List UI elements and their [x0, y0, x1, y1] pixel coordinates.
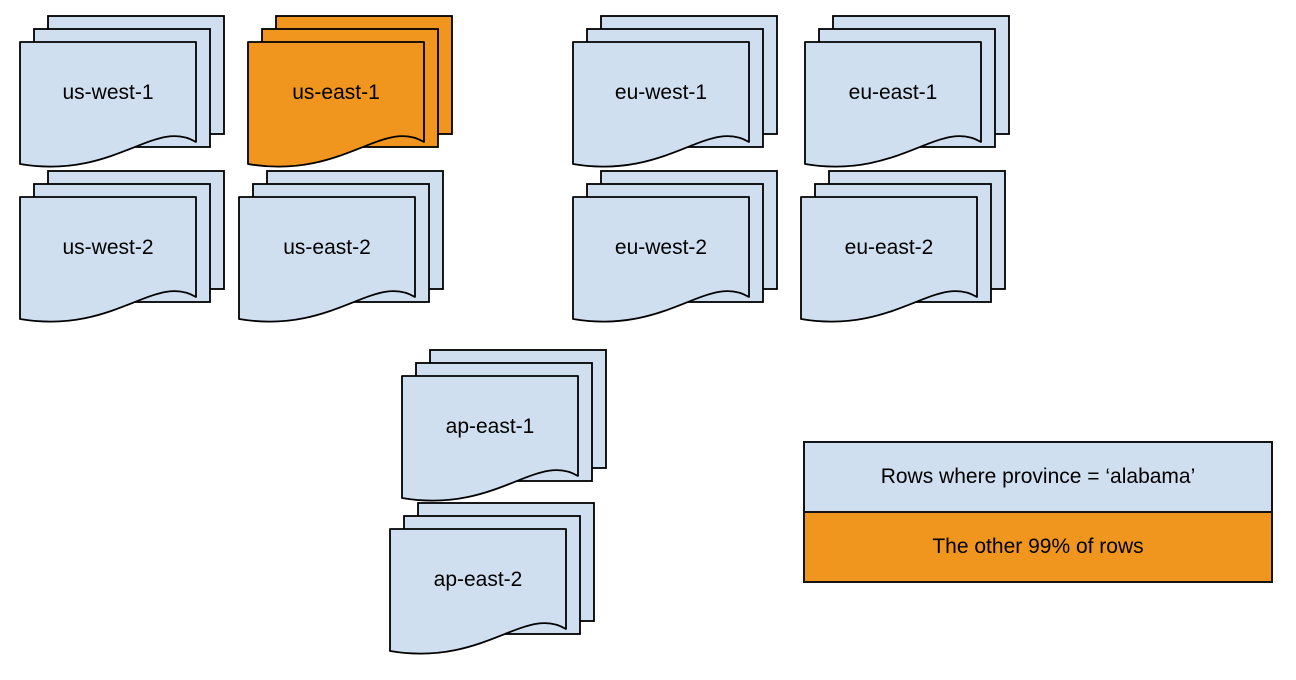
- region-stack-us-west-1: us-west-1: [19, 15, 225, 168]
- document-page-front: [238, 196, 416, 323]
- document-page-front: [572, 41, 750, 168]
- region-label: eu-west-1: [615, 81, 707, 104]
- legend: Rows where province = ‘alabama’ The othe…: [803, 441, 1273, 583]
- region-label: eu-west-2: [615, 236, 707, 259]
- document-page-front: [389, 528, 567, 655]
- legend-item-other-rows: The other 99% of rows: [805, 511, 1271, 581]
- region-label: eu-east-1: [849, 81, 938, 104]
- document-page-front: [247, 41, 425, 168]
- region-stack-us-east-1: us-east-1: [247, 15, 453, 168]
- region-stack-eu-west-2: eu-west-2: [572, 170, 778, 323]
- document-page-front: [804, 41, 982, 168]
- region-stack-ap-east-2: ap-east-2: [389, 502, 595, 655]
- region-stack-us-east-2: us-east-2: [238, 170, 444, 323]
- region-label: ap-east-1: [446, 415, 535, 438]
- region-label: us-east-2: [283, 236, 371, 259]
- region-label: us-west-1: [62, 81, 153, 104]
- region-label: us-west-2: [62, 236, 153, 259]
- document-page-front: [19, 196, 197, 323]
- legend-item-label: The other 99% of rows: [932, 535, 1144, 558]
- document-page-front: [401, 375, 579, 502]
- region-stack-eu-east-1: eu-east-1: [804, 15, 1010, 168]
- region-stack-ap-east-1: ap-east-1: [401, 349, 607, 502]
- legend-item-label: Rows where province = ‘alabama’: [880, 465, 1196, 488]
- region-stack-eu-west-1: eu-west-1: [572, 15, 778, 168]
- region-label: ap-east-2: [434, 568, 523, 591]
- document-page-front: [19, 41, 197, 168]
- region-stack-eu-east-2: eu-east-2: [800, 170, 1006, 323]
- legend-item-alabama-rows: Rows where province = ‘alabama’: [805, 443, 1271, 511]
- region-stack-us-west-2: us-west-2: [19, 170, 225, 323]
- region-label: eu-east-2: [845, 236, 934, 259]
- document-page-front: [800, 196, 978, 323]
- document-page-front: [572, 196, 750, 323]
- region-label: us-east-1: [292, 81, 380, 104]
